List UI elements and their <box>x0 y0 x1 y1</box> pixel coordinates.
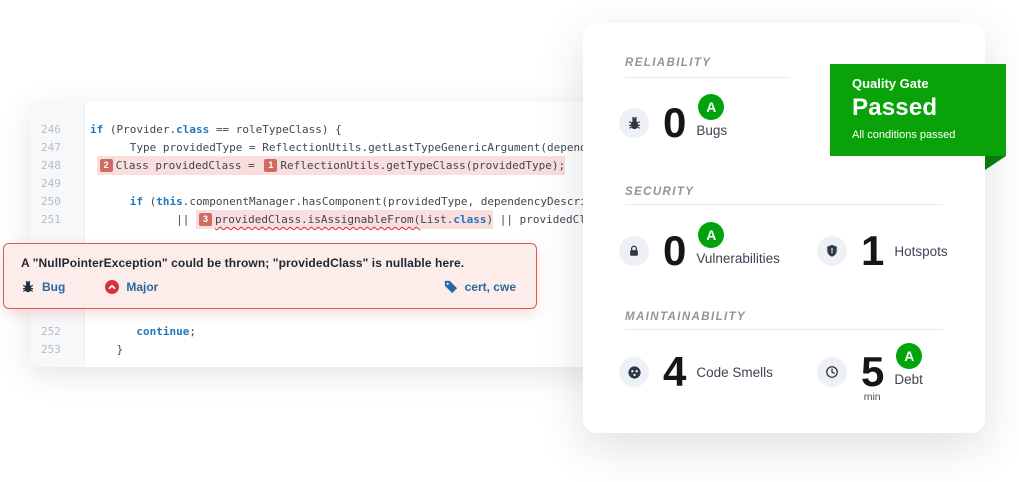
tag-icon <box>443 279 458 294</box>
rating-badge: A <box>698 94 725 120</box>
code-lines: 246 if (Provider.class == roleTypeClass) … <box>30 121 600 359</box>
quality-gate-banner: Quality Gate Passed All conditions passe… <box>830 64 1006 156</box>
bug-icon <box>21 280 35 294</box>
bug-icon <box>619 108 649 138</box>
issue-tags-link[interactable]: cert, cwe <box>443 279 516 294</box>
code-line: 249 <box>30 175 600 193</box>
issue-severity-label: Major <box>126 279 159 294</box>
code-line-text: if (this.componentManager.hasComponent(p… <box>129 195 600 208</box>
metric-unit: min <box>863 391 881 403</box>
lock-icon <box>619 236 649 266</box>
divider <box>625 77 790 78</box>
quality-gate-ribbon-fold <box>985 156 1006 170</box>
section-title-security: SECURITY <box>625 186 695 198</box>
quality-gate-subtitle: All conditions passed <box>852 129 956 141</box>
shield-icon <box>817 236 847 266</box>
section-title-reliability: RELIABILITY <box>625 57 712 69</box>
metric-label: Vulnerabilities <box>696 251 780 266</box>
metric-value: 0 <box>663 227 686 274</box>
metric-value: 1 <box>861 227 884 274</box>
issue-location-badge[interactable]: 3 <box>198 213 212 226</box>
code-smell-icon <box>619 357 649 387</box>
line-number[interactable]: 249 <box>41 177 61 190</box>
metric-code-smells[interactable]: 4 Code Smells <box>619 343 773 401</box>
metric-value: 4 <box>663 348 686 395</box>
line-number[interactable]: 250 <box>41 195 61 208</box>
metric-label: Debt <box>894 372 923 387</box>
line-number[interactable]: 252 <box>41 325 61 338</box>
divider <box>625 329 943 330</box>
code-line: 246 if (Provider.class == roleTypeClass) … <box>30 121 600 139</box>
issue-location-badge[interactable]: 2 <box>99 159 113 172</box>
code-line-text: } <box>116 343 124 356</box>
code-editor-panel: 246 if (Provider.class == roleTypeClass) … <box>30 102 600 367</box>
issue-meta-row: Bug Major cert, cwe <box>21 279 520 294</box>
quality-gate-kicker: Quality Gate <box>852 76 929 91</box>
metric-label: Code Smells <box>696 364 773 380</box>
metric-value: 0 <box>663 99 686 146</box>
metric-vulnerabilities[interactable]: 0 A Vulnerabilities <box>619 222 780 280</box>
code-line-text: continue; <box>136 325 196 338</box>
issue-type-link[interactable]: Bug <box>21 280 65 294</box>
code-line-text: Type providedType = ReflectionUtils.getL… <box>129 141 600 154</box>
quality-gate-status: Passed <box>852 94 938 121</box>
line-number[interactable]: 251 <box>41 213 61 226</box>
section-title-maintainability: MAINTAINABILITY <box>625 311 747 323</box>
severity-major-icon <box>105 279 120 294</box>
metric-label: Hotspots <box>894 243 948 259</box>
issue-message: A "NullPointerException" could be thrown… <box>21 256 465 270</box>
line-number[interactable]: 246 <box>41 123 61 136</box>
clock-icon <box>817 357 847 387</box>
code-line: 250 if (this.componentManager.hasCompone… <box>30 193 600 211</box>
issue-location-badge[interactable]: 1 <box>264 159 278 172</box>
divider <box>625 204 943 205</box>
line-number[interactable]: 253 <box>41 343 61 356</box>
issue-tooltip: A "NullPointerException" could be thrown… <box>3 243 537 309</box>
metric-label: Bugs <box>696 123 728 138</box>
line-number-gutter <box>30 102 85 367</box>
issue-severity-link[interactable]: Major <box>105 279 159 294</box>
metric-debt[interactable]: 5 min A Debt <box>817 343 923 403</box>
line-number[interactable]: 248 <box>41 159 61 172</box>
metric-value: 5 <box>861 348 884 395</box>
code-line: 247 Type providedType = ReflectionUtils.… <box>30 139 600 157</box>
metric-bugs[interactable]: 0 A Bugs <box>619 94 727 152</box>
line-number[interactable]: 247 <box>41 141 61 154</box>
code-line: 253 } <box>30 341 600 359</box>
issue-type-label: Bug <box>42 279 66 294</box>
metric-hotspots[interactable]: 1 Hotspots <box>817 222 948 280</box>
code-line: 252 continue; <box>30 323 600 341</box>
rating-badge: A <box>896 343 923 369</box>
issue-tags-label: cert, cwe <box>464 279 516 294</box>
code-line-text: if (Provider.class == roleTypeClass) { <box>90 123 342 136</box>
rating-badge: A <box>698 222 725 248</box>
